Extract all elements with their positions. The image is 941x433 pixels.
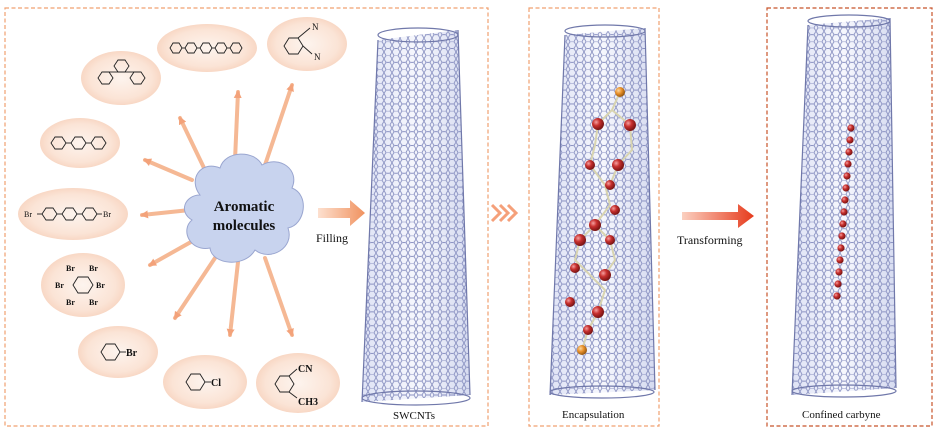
bromobenzene-br: Br [126,348,138,359]
tolunitrile-cn: CN [298,364,313,375]
hexabromo-br4: Br [96,281,105,290]
molecule-quaterphenyl [157,24,257,72]
dibromo-br-left: Br [24,210,32,219]
hexabromo-br2: Br [89,264,98,273]
dibromo-br-right: Br [103,210,111,219]
carbyne-caption: Confined carbyne [802,409,881,421]
phthalonitrile-n2: N [314,52,321,62]
cloud-label-line1: Aromatic [214,199,275,215]
molecule-phthalonitrile: N N [267,17,347,71]
molecule-chlorobenzene: Cl [163,355,247,409]
chlorobenzene-cl: Cl [211,378,221,389]
encapsulation-tube [549,24,656,399]
panel-carbyne-border [766,7,933,427]
transforming-arrow [682,204,754,228]
hexabromo-br5: Br [66,298,75,307]
molecule-meta-terphenyl [81,51,161,105]
chevron-arrows [490,203,519,223]
filling-label: Filling [316,231,348,245]
swcnt-caption: SWCNTs [393,410,435,422]
radiating-arrows [140,83,294,337]
cloud-label-line2: molecules [213,218,276,234]
hexabromo-br6: Br [89,298,98,307]
panel-encapsulation-border [528,7,660,427]
hexabromo-br1: Br [66,264,75,273]
swcnt-tube [361,27,471,406]
aromatic-molecules-cloud: Aromatic molecules [183,153,304,263]
molecule-bromobenzene: Br [78,326,158,378]
hexabromo-br3: Br [55,281,64,290]
molecule-para-terphenyl [40,118,120,168]
phthalonitrile-n1: N [312,22,319,32]
transforming-label: Transforming [677,233,743,247]
molecule-hexabromobenzene: Br Br Br Br Br Br [41,253,125,317]
panel-molecules-border [4,7,489,427]
filling-arrow [318,200,365,226]
encapsulated-molecules [565,87,636,355]
encapsulation-caption: Encapsulation [562,409,625,421]
molecule-dibromo-terphenyl: Br Br [18,188,128,240]
carbyne-chain [833,124,855,300]
tolunitrile-ch3: CH3 [298,397,318,408]
carbyne-tube [791,14,897,398]
molecule-tolunitrile: CN CH3 [256,353,340,413]
